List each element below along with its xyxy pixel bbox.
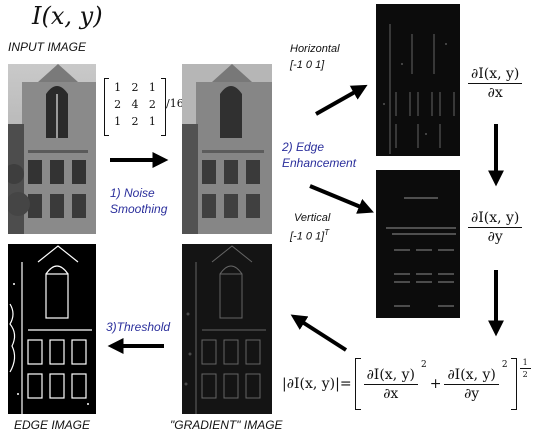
step-enhancement: Enhancement <box>282 156 357 170</box>
arrow-horizontal <box>315 84 368 116</box>
kernel-cell: 1 <box>114 115 122 128</box>
horizontal-kernel: [-1 0 1] <box>290 59 325 71</box>
step-noise: 1) Noise <box>110 186 155 200</box>
step-edge: 2) Edge <box>282 140 325 154</box>
dy-denominator: ∂y <box>487 229 503 245</box>
magnitude-dy-denominator: ∂y <box>464 385 480 402</box>
half-denominator: 2 <box>522 370 528 379</box>
half-numerator: 1 <box>519 358 531 369</box>
input-image-label: INPUT IMAGE <box>8 40 87 54</box>
horizontal-gradient-image <box>376 4 460 156</box>
dx-denominator: ∂x <box>487 85 503 101</box>
plus-sign: + <box>429 376 442 392</box>
kernel-cell: 2 <box>148 98 156 111</box>
kernel-cell: 1 <box>148 115 156 128</box>
magnitude-lhs: |∂I(x, y)|= <box>282 376 352 392</box>
square-exponent: 2 <box>420 360 427 370</box>
kernel-cell: 2 <box>114 98 122 111</box>
kernel-cell: 4 <box>131 98 139 111</box>
kernel-cell: 2 <box>131 115 139 128</box>
kernel-cell: 1 <box>148 81 156 94</box>
magnitude-dx-denominator: ∂x <box>383 385 399 402</box>
vertical-kernel-text: [-1 0 1] <box>290 230 325 243</box>
input-formula: I(x, y) <box>32 2 103 30</box>
left-bracket <box>354 358 361 410</box>
horizontal-label: Horizontal <box>290 43 340 55</box>
gradient-magnitude-formula: |∂I(x, y)|= ∂I(x, y)∂x 2 + ∂I(x, y)∂y 2 … <box>282 358 531 410</box>
kernel-cell: 2 <box>131 81 139 94</box>
kernel-divisor: /16 <box>166 97 184 110</box>
arrow-magnitude-to-gradient <box>290 314 348 352</box>
step-threshold: 3)Threshold <box>106 320 171 334</box>
vertical-gradient-image <box>376 170 460 318</box>
gradient-image-label: "GRADIENT" IMAGE <box>170 418 283 432</box>
gradient-image <box>182 244 272 414</box>
magnitude-dy-numerator: ∂I(x, y) <box>444 367 499 385</box>
step-smoothing: Smoothing <box>110 202 168 216</box>
vertical-label: Vertical <box>294 212 331 224</box>
dx-numerator: ∂I(x, y) <box>468 66 523 84</box>
kernel-cell: 1 <box>114 81 122 94</box>
dy-numerator: ∂I(x, y) <box>468 210 523 228</box>
square-exponent: 2 <box>501 360 508 370</box>
input-image <box>8 64 96 234</box>
transpose-superscript: T <box>324 228 330 237</box>
magnitude-dx-numerator: ∂I(x, y) <box>363 367 418 385</box>
dy-derivative: ∂I(x, y)∂y <box>468 210 523 245</box>
dx-derivative: ∂I(x, y)∂x <box>468 66 523 101</box>
vertical-kernel: [-1 0 1]T <box>290 228 329 243</box>
edge-image <box>8 244 96 414</box>
arrow-vertical <box>309 184 374 214</box>
right-bracket <box>510 358 517 410</box>
smoothed-image <box>182 64 272 234</box>
edge-image-label: EDGE IMAGE <box>14 418 91 432</box>
smoothing-kernel: 1 2 1 2 4 2 1 2 1 <box>104 78 166 136</box>
